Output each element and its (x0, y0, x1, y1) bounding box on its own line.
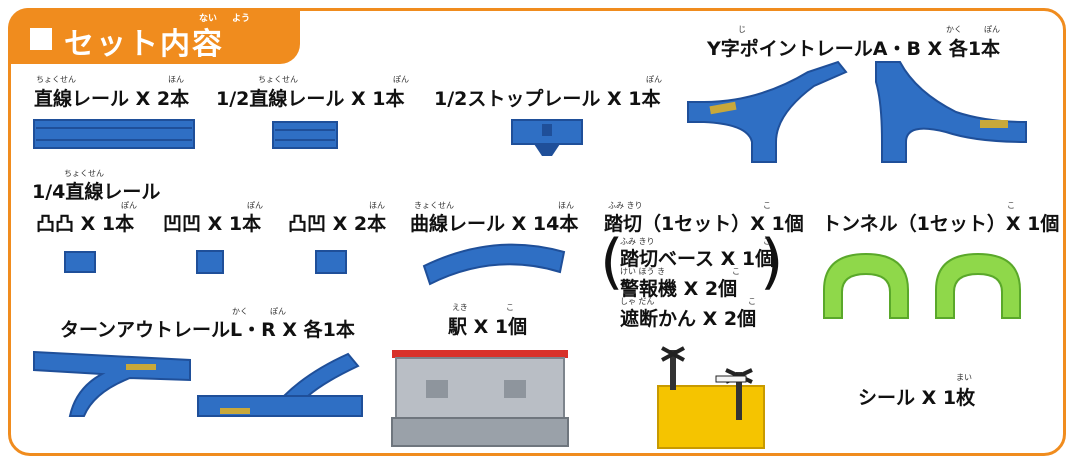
label-crossing-base: 踏切ベース X 1個 (620, 248, 775, 270)
turnout-rail-r-image (197, 352, 363, 417)
ruby-base-2: こ (763, 237, 771, 246)
tunnel-right-image (935, 252, 1021, 319)
ruby-station-1: えき (452, 303, 468, 312)
ruby-turnout-2: ぽん (270, 307, 286, 316)
title-square-icon (30, 28, 52, 50)
title-tab (8, 8, 300, 64)
ruby-crossing-2: こ (763, 201, 771, 210)
label-gate: 遮断かん X 2個 (620, 308, 757, 330)
label-alarm: 警報機 X 2個 (620, 278, 738, 300)
straight-rail-image (33, 119, 195, 149)
y-point-rail-a-image (687, 60, 848, 163)
label-crossing: 踏切（1セット）X 1個 (604, 213, 804, 235)
turnout-rail-l-image (33, 350, 191, 417)
label-quarter-mixed: 凸凹 X 2本 (288, 213, 387, 235)
ruby-curve-2: ほん (558, 201, 574, 210)
half-straight-rail-image (272, 121, 338, 149)
page-title: セット内容 (64, 27, 224, 62)
ruby-base-1: ふみ きり (620, 237, 655, 246)
ruby-turnout-1: かく (232, 307, 248, 316)
quarter-convex-rail-image (64, 251, 96, 273)
ruby-q-convex: ぽん (121, 201, 137, 210)
label-tunnel: トンネル（1セット）X 1個 (822, 213, 1060, 235)
ruby-y-1: じ (738, 25, 746, 34)
ruby-straight-1: ちょくせん (36, 75, 76, 84)
ruby-tunnel: こ (1007, 201, 1015, 210)
tunnel-left-image (823, 252, 909, 319)
label-curve-rail: 曲線レール X 14本 (410, 213, 579, 235)
title-ruby-nai: ない (199, 14, 218, 24)
label-quarter-rail: 1/4直線レール (32, 181, 161, 203)
ruby-crossing-1: ふみ きり (608, 201, 643, 210)
label-station: 駅 X 1個 (448, 316, 528, 338)
ruby-curve-1: きょくせん (414, 201, 454, 210)
label-y-point-rail: Y字ポイントレールA・B X 各1本 (707, 38, 1001, 60)
label-sticker: シール X 1枚 (858, 387, 976, 409)
ruby-alarm-1: けい ほう き (620, 267, 666, 276)
ruby-y-2: かく (946, 25, 962, 34)
station-image (391, 350, 569, 447)
quarter-concave-rail-image (196, 250, 224, 274)
ruby-half-straight-1: ちょくせん (258, 75, 298, 84)
label-quarter-concave: 凹凹 X 1本 (163, 213, 262, 235)
ruby-q-mixed: ほん (369, 201, 385, 210)
ruby-straight-2: ほん (168, 75, 184, 84)
label-half-stop-rail: 1/2ストップレール X 1本 (434, 88, 661, 110)
ruby-station-2: こ (506, 303, 514, 312)
crossing-image (657, 346, 765, 449)
quarter-mixed-rail-image (315, 250, 347, 274)
ruby-gate-1: しゃ だん (620, 297, 655, 306)
ruby-q-concave: ぽん (247, 201, 263, 210)
label-quarter-convex: 凸凸 X 1本 (36, 213, 135, 235)
ruby-half-stop: ぽん (646, 75, 662, 84)
paren-right: ) (760, 227, 784, 297)
y-point-rail-b-image (875, 61, 1027, 163)
label-turnout-rail: ターンアウトレールL・R X 各1本 (60, 319, 355, 341)
ruby-sticker: まい (956, 373, 972, 382)
half-stop-rail-image (511, 119, 583, 156)
label-straight-rail: 直線レール X 2本 (34, 88, 190, 110)
ruby-half-straight-2: ぽん (393, 75, 409, 84)
ruby-y-3: ぽん (984, 25, 1000, 34)
curve-rail-image (422, 243, 566, 286)
ruby-quarter: ちょくせん (64, 169, 104, 178)
label-half-straight-rail: 1/2直線レール X 1本 (216, 88, 405, 110)
title-ruby-you: よう (232, 14, 251, 24)
ruby-alarm-2: こ (732, 267, 740, 276)
paren-left: ( (600, 227, 624, 297)
ruby-gate-2: こ (748, 297, 756, 306)
